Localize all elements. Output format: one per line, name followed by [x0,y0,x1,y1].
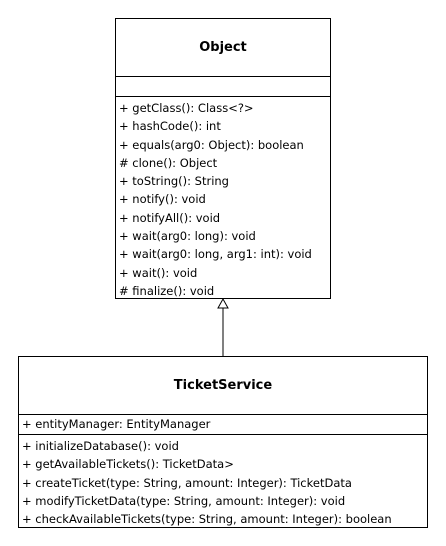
class-name-compartment: TicketService [19,357,427,415]
operation-getavailabletickets: + getAvailableTickets(): TicketData> [22,457,234,472]
operation-wait: + wait(): void [119,265,198,280]
class-name: Object [199,40,247,55]
operation-wait-long: + wait(arg0: long): void [119,229,256,244]
class-name: TicketService [173,378,273,393]
operation-checkavailabletickets: + checkAvailableTickets(type: String, am… [22,512,392,527]
operation-notify: + notify(): void [119,192,206,207]
attributes-compartment [116,77,330,97]
attributes-compartment: + entityManager: EntityManager [19,415,427,435]
operation-tostring: + toString(): String [119,174,229,189]
class-name-compartment: Object [116,19,330,77]
operation-modifyticketdata: + modifyTicketData(type: String, amount:… [22,493,346,508]
class-object[interactable]: Object + getClass(): Class<?> + hashCode… [115,18,331,299]
operations-compartment: + getClass(): Class<?> + hashCode(): int… [116,97,330,300]
operation-clone: # clone(): Object [119,155,218,170]
operation-notifyall: + notifyAll(): void [119,210,221,225]
operation-initializedatabase: + initializeDatabase(): void [22,439,179,453]
generalization-arrowhead [217,297,229,309]
operation-equals: + equals(arg0: Object): boolean [119,137,304,152]
operation-getclass: + getClass(): Class<?> [119,101,254,115]
operations-compartment: + initializeDatabase(): void + getAvaila… [19,435,427,528]
operation-createticket: + createTicket(type: String, amount: Int… [22,475,352,490]
class-ticketservice[interactable]: TicketService + entityManager: EntityMan… [18,356,428,528]
operation-wait-long-int: + wait(arg0: long, arg1: int): void [119,247,312,262]
operation-finalize: # finalize(): void [119,283,215,298]
operation-hashcode: + hashCode(): int [119,119,221,134]
attribute-entitymanager: + entityManager: EntityManager [22,417,211,431]
